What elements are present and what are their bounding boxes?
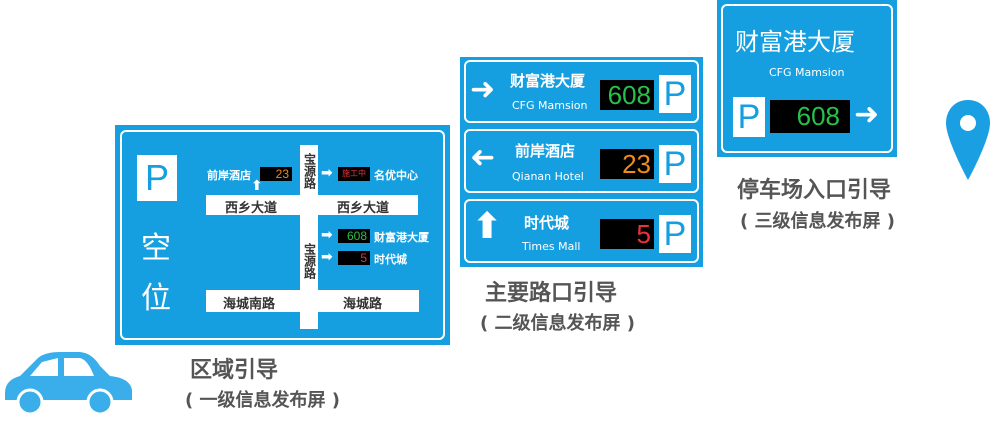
sign-border <box>721 4 893 153</box>
vacancy-char: 空 <box>141 231 171 266</box>
sign-row <box>464 60 699 123</box>
right-arrow-icon: ➜ <box>854 97 880 132</box>
sign-border <box>120 130 445 340</box>
vacancy-char: 位 <box>141 281 171 316</box>
led-status: 施工中 <box>338 167 370 181</box>
led-count: 608 <box>600 80 654 110</box>
parking-symbol: P <box>659 75 691 113</box>
road-label-vertical: 宝源路 <box>302 153 317 189</box>
led-count: 23 <box>600 149 654 179</box>
level2-subcaption: ( 二级信息发布屏 ) <box>480 313 635 334</box>
right-arrow-icon: ➡ <box>321 165 333 181</box>
parking-symbol: P <box>137 155 177 201</box>
road-label-vertical: 宝源路 <box>302 243 317 279</box>
destination-cn: 前岸酒店 <box>515 142 576 160</box>
level1-caption: 区域引导 <box>190 358 279 383</box>
location-pin-icon <box>946 100 990 180</box>
road-vertical <box>300 145 318 329</box>
road-haicheng <box>206 290 419 312</box>
level2-junction-sign: ➜ 财富港大厦 CFG Mamsion 608 P ➜ 前岸酒店 Qianan … <box>460 57 703 267</box>
led-count: 608 <box>770 100 850 133</box>
destination-cn: 时代城 <box>524 214 570 232</box>
left-arrow-icon: ➜ <box>470 140 496 175</box>
right-arrow-icon: ➜ <box>470 72 496 107</box>
destination-en: CFG Mamsion <box>512 99 588 112</box>
destination-en: Qianan Hotel <box>512 170 584 183</box>
sign-row <box>464 199 699 263</box>
led-count: 5 <box>338 251 370 265</box>
parking-symbol: P <box>659 145 691 183</box>
road-label: 海城南路 <box>223 297 276 312</box>
destination-en: CFG Mamsion <box>769 66 845 79</box>
led-count: 608 <box>338 229 370 243</box>
destination-cn: 财富港大厦 <box>510 72 586 90</box>
right-arrow-icon: ➡ <box>321 249 333 265</box>
level3-subcaption: ( 三级信息发布屏 ) <box>740 211 895 232</box>
parking-symbol: P <box>733 97 765 137</box>
car-icon <box>5 352 132 416</box>
level3-entrance-sign: 财富港大厦 CFG Mamsion P 608 ➜ <box>717 0 897 157</box>
parking-symbol: P <box>659 215 691 253</box>
destination-label: 前岸酒店 <box>207 169 251 182</box>
destination-label: 时代城 <box>374 253 407 266</box>
road-label: 海城路 <box>343 297 383 312</box>
level1-subcaption: ( 一级信息发布屏 ) <box>185 390 340 411</box>
road-xixiang <box>206 195 418 215</box>
level2-caption: 主要路口引导 <box>485 281 618 306</box>
led-count: 5 <box>600 219 654 249</box>
sign-row <box>464 129 699 193</box>
destination-en: Times Mall <box>522 240 581 253</box>
level3-caption: 停车场入口引导 <box>737 178 892 203</box>
destination-label: 财富港大厦 <box>374 231 429 244</box>
road-label: 西乡大道 <box>337 201 390 216</box>
up-arrow-icon: ⬆ <box>251 178 263 194</box>
road-label: 西乡大道 <box>225 201 278 216</box>
destination-label: 名优中心 <box>374 169 418 182</box>
level1-regional-sign: P 空 位 西乡大道 西乡大道 海城南路 海城路 宝源路 宝源路 前岸酒店 23… <box>115 125 450 345</box>
destination-cn: 财富港大厦 <box>735 28 855 56</box>
right-arrow-icon: ➡ <box>321 227 333 243</box>
up-arrow-icon: ⬆ <box>472 206 503 247</box>
led-count: 23 <box>260 167 292 181</box>
